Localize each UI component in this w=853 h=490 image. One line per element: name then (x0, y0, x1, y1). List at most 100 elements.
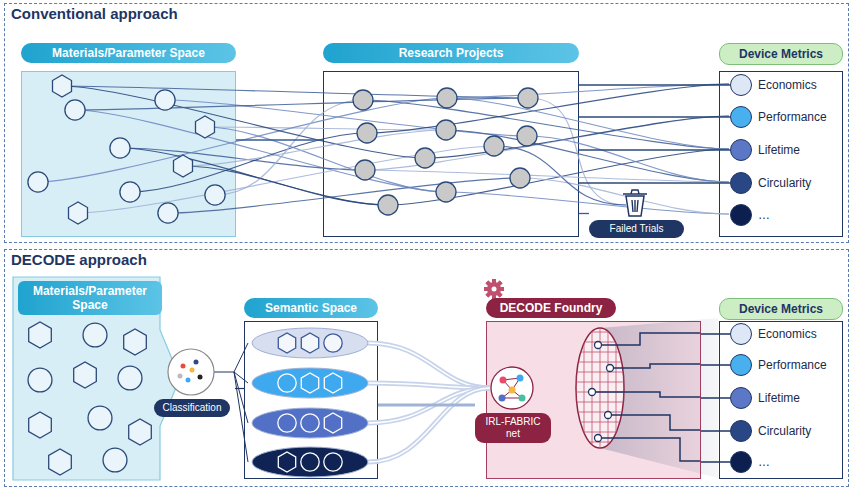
hexagon-material (278, 452, 295, 472)
circle-material (155, 90, 175, 110)
connector (701, 430, 730, 432)
project-wire (363, 100, 729, 149)
metric-label: Circularity (758, 176, 811, 190)
grid-node (595, 435, 602, 442)
metric-dot (730, 354, 752, 376)
box-heading: Materials/Parameter Space (18, 281, 162, 315)
output-wire (598, 438, 700, 461)
grid-line (570, 382, 630, 383)
connector (378, 404, 475, 407)
grid-line (570, 362, 630, 363)
connector (579, 213, 589, 214)
classification-dot (186, 378, 191, 383)
circle-material (120, 182, 140, 202)
connector (236, 139, 323, 140)
metric-dot (730, 420, 752, 442)
circle-material (110, 138, 130, 158)
tag-label: Classification (154, 399, 230, 417)
hexagon-material (129, 419, 152, 445)
semantic-row (252, 447, 368, 477)
grid-node (605, 412, 612, 419)
circle-material (205, 185, 225, 205)
circle-material (28, 172, 48, 192)
classification-dot (194, 360, 199, 365)
classification-dot (181, 364, 186, 369)
box-heading: Semantic Space (244, 298, 378, 318)
project-circle (517, 126, 537, 146)
hexagon-material (74, 362, 97, 388)
metric-item: … (730, 451, 840, 473)
classification-fan (234, 343, 248, 372)
metric-dot (730, 172, 752, 194)
grid-line (570, 432, 630, 433)
hexagon-material (69, 202, 88, 224)
circle-material (65, 100, 85, 120)
hexagon-material (324, 413, 341, 433)
output-wire (598, 333, 700, 345)
semantic-tube-core (368, 343, 490, 388)
trash-icon (623, 190, 647, 216)
semantic-row (252, 328, 368, 358)
metric-label: Economics (758, 78, 817, 92)
semantic-tube (368, 388, 490, 462)
connector (579, 84, 730, 85)
gear-icon (484, 279, 504, 299)
semantic-tube-core (368, 388, 490, 462)
connector (579, 116, 730, 117)
grid-line (576, 326, 577, 450)
metric-item: Performance (730, 106, 840, 128)
device-metrics-box: Device MetricsEconomicsPerformanceLifeti… (719, 298, 843, 479)
project-circle (437, 88, 457, 108)
grid-line (570, 442, 630, 443)
circle-material (118, 366, 142, 390)
network-node (500, 377, 507, 384)
hexagon-material (196, 116, 215, 138)
metric-label: Lifetime (758, 143, 800, 157)
grid-node (589, 389, 596, 396)
project-circle (415, 148, 435, 168)
metric-label: … (758, 455, 770, 469)
connector (579, 182, 730, 183)
metric-label: Performance (758, 110, 827, 124)
metric-dot (730, 204, 752, 226)
project-wire (62, 86, 425, 158)
grid-line (570, 412, 630, 413)
device-metrics-box: Device MetricsEconomicsPerformanceLifeti… (719, 43, 843, 237)
project-circle (378, 195, 398, 215)
metric-dot (730, 106, 752, 128)
classification-fan (234, 372, 248, 462)
grid-line (570, 402, 630, 403)
grid-node (595, 342, 602, 349)
project-circle (436, 120, 456, 140)
hexagon-material (29, 412, 52, 438)
circle-material (301, 414, 319, 432)
project-wire (215, 100, 363, 195)
hexagon-material (53, 75, 72, 97)
hexagon-material (301, 373, 318, 393)
project-wire (447, 84, 729, 98)
output-wire (592, 392, 700, 397)
box-heading: Materials/Parameter Space (21, 43, 236, 63)
classification-link (214, 372, 234, 373)
project-wire (130, 133, 367, 192)
project-wire (165, 100, 527, 136)
metric-label: Performance (758, 358, 827, 372)
metric-label: Lifetime (758, 391, 800, 405)
metric-item: … (730, 204, 840, 226)
circle-material (324, 334, 342, 352)
hexagon-material (124, 329, 147, 355)
metric-dot (730, 323, 752, 345)
metric-item: Economics (730, 323, 840, 345)
metric-item: Lifetime (730, 387, 840, 409)
network-node (517, 375, 524, 382)
project-wire (205, 127, 446, 192)
network-node (509, 387, 516, 394)
metric-item: Circularity (730, 172, 840, 194)
circle-material (158, 203, 178, 223)
project-circle (436, 182, 456, 202)
circle-material (278, 414, 296, 432)
circle-material (301, 453, 319, 471)
grid-line (570, 352, 630, 353)
